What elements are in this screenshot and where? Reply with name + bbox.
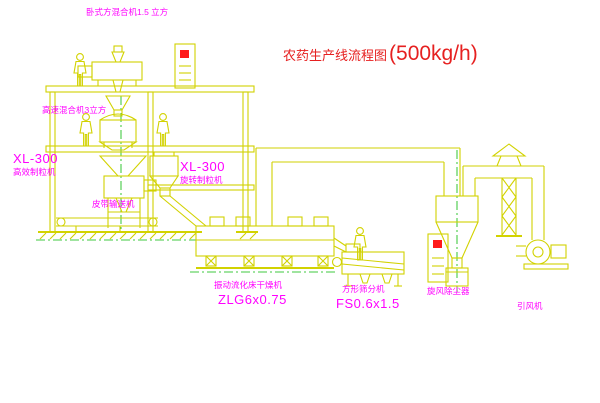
stack-cap: [491, 143, 527, 157]
indicator-light: [433, 240, 442, 248]
label-sieve-name: 方形筛分机: [342, 284, 385, 294]
granulator-left: [98, 155, 157, 228]
vibration-springs: [205, 255, 329, 267]
label-granulator-center-model: XL-300: [180, 159, 225, 174]
granulator-center: [148, 152, 207, 227]
dryer-port: [287, 216, 303, 227]
title-capacity: (500kg/h): [389, 42, 478, 65]
label-granulator-left-model: XL-300: [13, 151, 58, 166]
label-dryer-name: 振动流化床干燥机: [214, 280, 283, 290]
label-fan: 引风机: [517, 301, 543, 311]
label-sieve-model: FS0.6x1.5: [336, 296, 400, 311]
control-panel-left: [174, 43, 196, 89]
dryer-port: [313, 216, 329, 227]
exhaust-stack: [491, 143, 527, 237]
stack-bracing: [501, 177, 517, 236]
dryer-port: [209, 216, 225, 227]
outlet-duct: [462, 165, 545, 240]
exhaust-duct: [255, 147, 461, 226]
label-cyclone: 旋风除尘器: [427, 286, 470, 296]
horizontal-mixer: [77, 45, 143, 93]
square-sieve: [331, 243, 405, 287]
label-granulator-center-name: 旋转制粒机: [180, 175, 223, 185]
control-panels: [174, 43, 449, 283]
label-granulator-left-name: 高效制粒机: [13, 167, 56, 177]
label-high-speed-mixer: 高速混合机3立方: [42, 105, 107, 115]
vibrator-motor: [331, 256, 343, 268]
workers: [73, 53, 367, 261]
fan-motor: [550, 244, 567, 259]
high-speed-mixer: [98, 95, 138, 151]
label-belt-conveyor: 皮带输送机: [92, 199, 135, 209]
ground-hatching: [39, 232, 257, 240]
belt-conveyor: [56, 217, 158, 232]
worker-figure: [79, 113, 93, 147]
fluid-bed-dryer: [195, 216, 347, 269]
label-dryer-model: ZLG6x0.75: [218, 292, 287, 307]
induced-draft-fan: [516, 239, 569, 270]
title-text: 农药生产线流程图: [283, 48, 388, 63]
diagram-title: 农药生产线流程图 (500kg/h): [283, 42, 478, 66]
worker-figure: [156, 113, 170, 147]
building-frame: [38, 85, 258, 240]
cyclone-separator: [435, 195, 479, 287]
dust-bin: [445, 267, 469, 287]
label-horizontal-mixer: 卧式方混合机1.5 立方: [86, 7, 169, 17]
dryer-port: [235, 216, 251, 227]
worker-figure: [73, 53, 87, 87]
indicator-light: [180, 50, 189, 58]
control-panel-right: [427, 233, 449, 283]
